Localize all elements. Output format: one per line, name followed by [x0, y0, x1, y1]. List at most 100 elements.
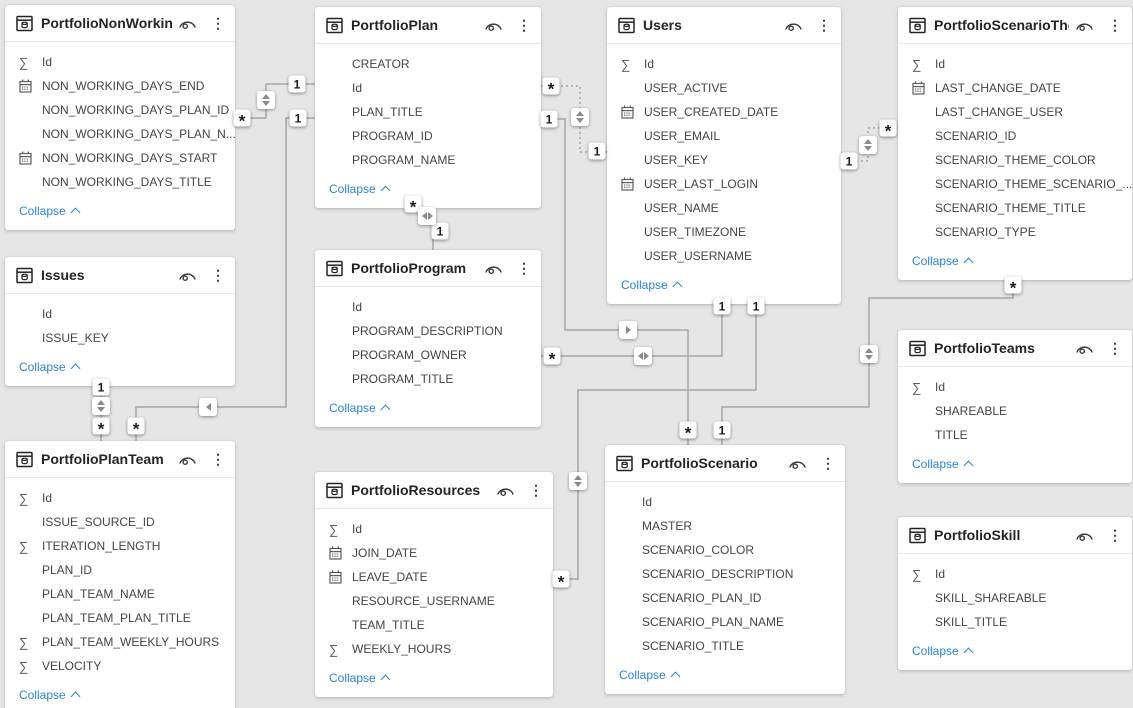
- table-field[interactable]: USER_CREATED_DATE: [607, 100, 841, 124]
- table-field[interactable]: PROGRAM_DESCRIPTION: [315, 319, 541, 343]
- collapse-link[interactable]: Collapse: [19, 360, 81, 374]
- table-card-portfolio-resources[interactable]: PortfolioResources ⋮ ∑ Id: [315, 472, 553, 697]
- eye-icon[interactable]: [788, 458, 807, 470]
- table-card-portfolio-teams[interactable]: PortfolioTeams ⋮ ∑ Id SHAREABLE TITLE Co…: [898, 330, 1132, 483]
- more-options-icon[interactable]: ⋮: [821, 455, 835, 471]
- table-field[interactable]: RESOURCE_USERNAME: [315, 589, 553, 613]
- filter-direction-icon-single-left[interactable]: [199, 398, 217, 416]
- table-header[interactable]: PortfolioResources ⋮: [315, 472, 553, 509]
- filter-direction-icon-both-vertical[interactable]: [571, 108, 589, 126]
- table-field[interactable]: SCENARIO_COLOR: [605, 538, 845, 562]
- cardinality-marker[interactable]: 1: [431, 222, 449, 240]
- table-header[interactable]: PortfolioPlanTeam ⋮: [5, 441, 235, 478]
- eye-icon[interactable]: [1075, 20, 1094, 32]
- table-field[interactable]: TITLE: [898, 423, 1132, 447]
- table-header[interactable]: PortfolioScenario ⋮: [605, 445, 845, 482]
- table-card-portfolio-skill[interactable]: PortfolioSkill ⋮ ∑ Id SKILL_SHAREABLE SK…: [898, 517, 1132, 670]
- table-header[interactable]: Issues ⋮: [5, 257, 235, 294]
- table-field[interactable]: Id: [315, 76, 541, 100]
- cardinality-marker[interactable]: 1: [289, 109, 307, 127]
- table-field[interactable]: Id: [5, 302, 235, 326]
- more-options-icon[interactable]: ⋮: [517, 17, 531, 33]
- table-field[interactable]: PROGRAM_OWNER: [315, 343, 541, 367]
- table-card-portfolio-scenario-theme[interactable]: PortfolioScenarioThe... ⋮ ∑ Id: [898, 7, 1132, 280]
- cardinality-marker[interactable]: *: [679, 421, 697, 442]
- table-field[interactable]: TEAM_TITLE: [315, 613, 553, 637]
- table-field[interactable]: USER_KEY: [607, 148, 841, 172]
- cardinality-marker[interactable]: 1: [92, 378, 110, 396]
- table-card-portfolio-plan[interactable]: PortfolioPlan ⋮ CREATOR Id PLAN_TITLE PR…: [315, 7, 541, 208]
- table-field[interactable]: PLAN_TEAM_PLAN_TITLE: [5, 606, 235, 630]
- eye-icon[interactable]: [484, 263, 503, 275]
- table-field[interactable]: USER_LAST_LOGIN: [607, 172, 841, 196]
- more-options-icon[interactable]: ⋮: [1108, 340, 1122, 356]
- table-field[interactable]: ∑ PLAN_TEAM_WEEKLY_HOURS: [5, 630, 235, 654]
- table-header[interactable]: PortfolioSkill ⋮: [898, 517, 1132, 554]
- table-field[interactable]: USER_NAME: [607, 196, 841, 220]
- cardinality-marker[interactable]: 1: [713, 421, 731, 439]
- table-field[interactable]: ∑ WEEKLY_HOURS: [315, 637, 553, 661]
- collapse-link[interactable]: Collapse: [619, 668, 681, 682]
- collapse-link[interactable]: Collapse: [19, 204, 81, 218]
- filter-direction-icon-both-vertical[interactable]: [860, 345, 878, 363]
- collapse-link[interactable]: Collapse: [912, 457, 974, 471]
- relationship-line-users-resources[interactable]: [553, 297, 757, 580]
- cardinality-marker[interactable]: 1: [288, 75, 306, 93]
- relationship-line-users-program[interactable]: [541, 297, 723, 357]
- cardinality-marker[interactable]: *: [233, 109, 251, 130]
- table-field[interactable]: ∑ Id: [898, 52, 1132, 76]
- filter-direction-icon-both-horizontal[interactable]: [634, 347, 652, 365]
- table-card-portfolio-program[interactable]: PortfolioProgram ⋮ Id PROGRAM_DESCRIPTIO…: [315, 250, 541, 427]
- filter-direction-icon-both-horizontal[interactable]: [418, 207, 436, 225]
- table-field[interactable]: ∑ Id: [5, 50, 235, 74]
- table-field[interactable]: SKILL_SHAREABLE: [898, 586, 1132, 610]
- eye-icon[interactable]: [496, 485, 515, 497]
- more-options-icon[interactable]: ⋮: [1108, 17, 1122, 33]
- table-card-issues[interactable]: Issues ⋮ Id ISSUE_KEY Collapse: [5, 257, 235, 386]
- table-field[interactable]: USER_ACTIVE: [607, 76, 841, 100]
- more-options-icon[interactable]: ⋮: [817, 17, 831, 33]
- table-field[interactable]: PLAN_TITLE: [315, 100, 541, 124]
- table-card-portfolio-scenario[interactable]: PortfolioScenario ⋮ Id MASTER SCENARIO_C…: [605, 445, 845, 694]
- eye-icon[interactable]: [1075, 530, 1094, 542]
- eye-icon[interactable]: [178, 454, 197, 466]
- table-header[interactable]: PortfolioTeams ⋮: [898, 330, 1132, 367]
- collapse-link[interactable]: Collapse: [621, 278, 683, 292]
- eye-icon[interactable]: [784, 20, 803, 32]
- table-field[interactable]: Id: [605, 490, 845, 514]
- table-card-users[interactable]: Users ⋮ ∑ Id USER_ACTIVE: [607, 7, 841, 304]
- more-options-icon[interactable]: ⋮: [1108, 527, 1122, 543]
- table-field[interactable]: SKILL_TITLE: [898, 610, 1132, 634]
- collapse-link[interactable]: Collapse: [329, 671, 391, 685]
- cardinality-marker[interactable]: *: [92, 417, 110, 438]
- collapse-link[interactable]: Collapse: [912, 254, 974, 268]
- table-field[interactable]: USER_TIMEZONE: [607, 220, 841, 244]
- table-field[interactable]: ∑ Id: [898, 375, 1132, 399]
- table-header[interactable]: PortfolioPlan ⋮: [315, 7, 541, 44]
- cardinality-marker[interactable]: 1: [713, 297, 731, 315]
- table-header[interactable]: Users ⋮: [607, 7, 841, 44]
- table-field[interactable]: NON_WORKING_DAYS_TITLE: [5, 170, 235, 194]
- cardinality-marker[interactable]: *: [1004, 276, 1022, 297]
- more-options-icon[interactable]: ⋮: [529, 482, 543, 498]
- table-field[interactable]: ∑ Id: [898, 562, 1132, 586]
- table-field[interactable]: LAST_CHANGE_DATE: [898, 76, 1132, 100]
- table-field[interactable]: ∑ Id: [315, 517, 553, 541]
- cardinality-marker[interactable]: *: [543, 347, 561, 368]
- table-field[interactable]: ∑ Id: [607, 52, 841, 76]
- collapse-link[interactable]: Collapse: [329, 182, 391, 196]
- table-field[interactable]: LAST_CHANGE_USER: [898, 100, 1132, 124]
- filter-direction-icon-both-vertical[interactable]: [257, 91, 275, 109]
- table-field[interactable]: NON_WORKING_DAYS_PLAN_N...: [5, 122, 235, 146]
- collapse-link[interactable]: Collapse: [912, 644, 974, 658]
- cardinality-marker[interactable]: 1: [840, 152, 858, 170]
- table-field[interactable]: USER_USERNAME: [607, 244, 841, 268]
- table-field[interactable]: SCENARIO_DESCRIPTION: [605, 562, 845, 586]
- table-field[interactable]: ∑ Id: [5, 486, 235, 510]
- table-field[interactable]: ∑ ITERATION_LENGTH: [5, 534, 235, 558]
- table-field[interactable]: CREATOR: [315, 52, 541, 76]
- table-field[interactable]: MASTER: [605, 514, 845, 538]
- table-field[interactable]: ∑ VELOCITY: [5, 654, 235, 678]
- eye-icon[interactable]: [178, 270, 197, 282]
- table-header[interactable]: PortfolioScenarioThe... ⋮: [898, 7, 1132, 44]
